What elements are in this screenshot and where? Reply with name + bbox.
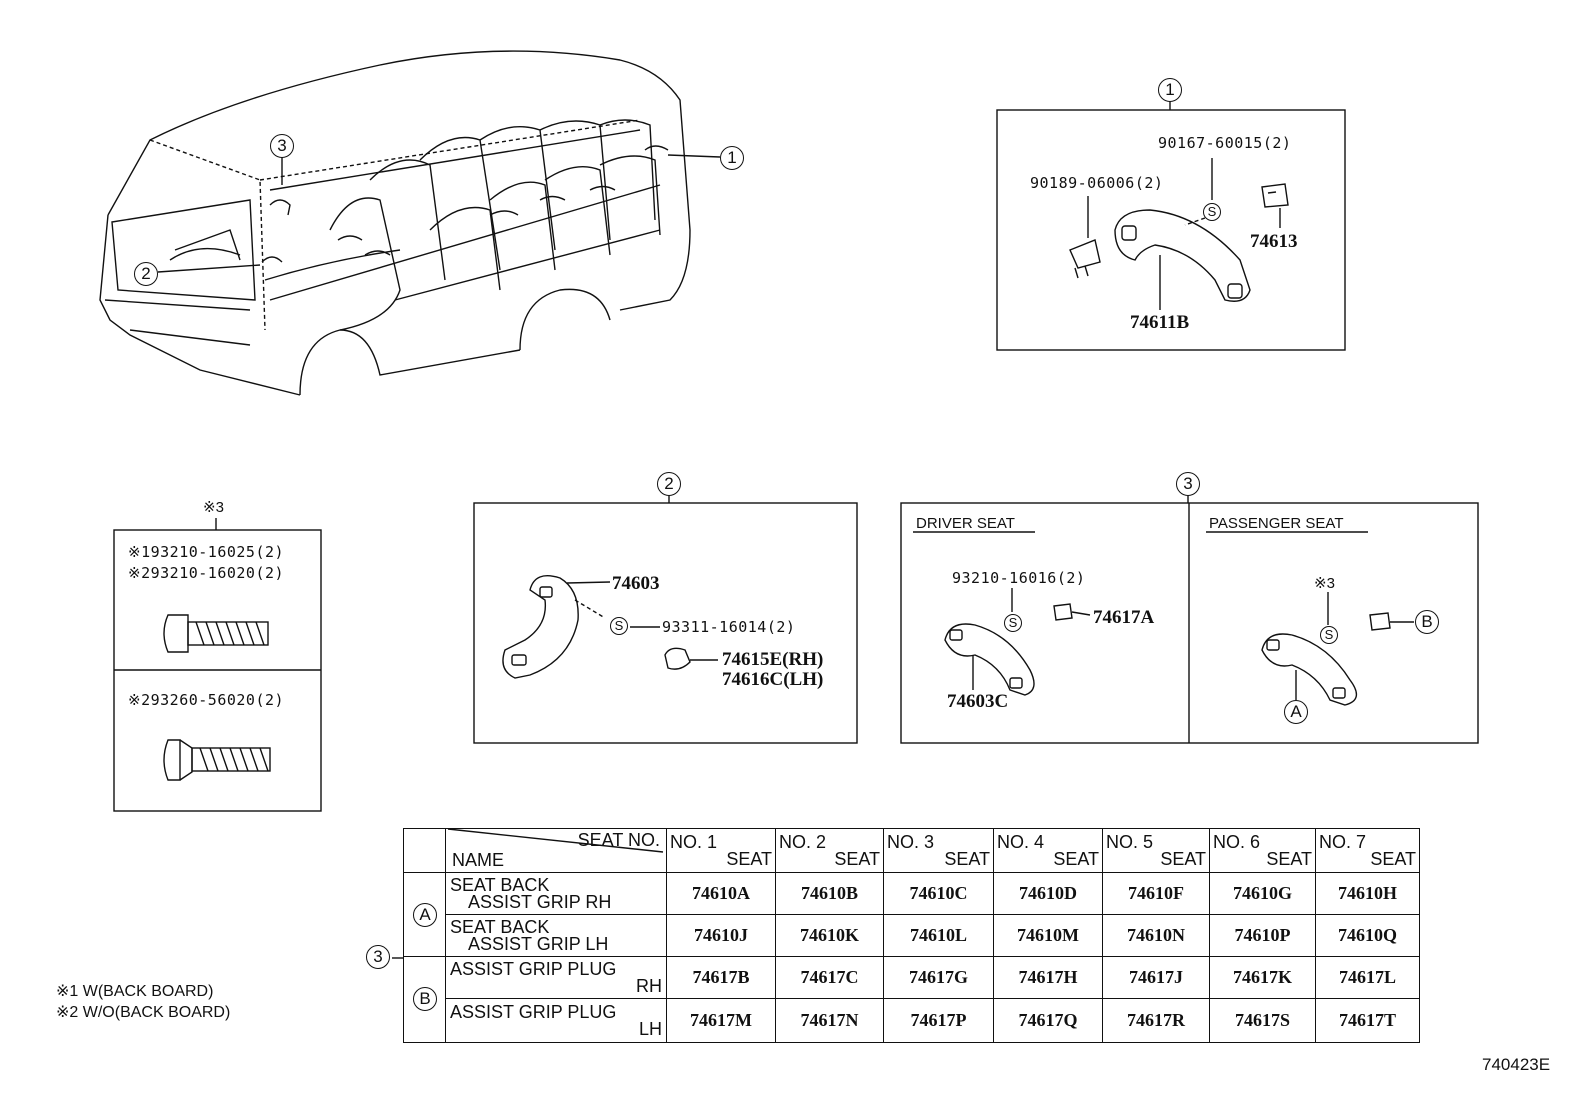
part-cell: 74610A	[666, 872, 776, 915]
callout-2-panel: 2	[657, 472, 681, 496]
part-cell: 74617S	[1209, 998, 1316, 1043]
passenger-grip-drawing	[1261, 612, 1391, 706]
part-cell: 74610G	[1209, 872, 1316, 915]
screw-s-marker: S	[1320, 626, 1338, 644]
part-cell: 74610J	[666, 914, 776, 957]
part-cell: 74617P	[883, 998, 994, 1043]
part-number-74611B: 74611B	[1130, 312, 1190, 333]
callout-3-table: 3	[366, 945, 390, 969]
driver-seat-title: DRIVER SEAT	[916, 515, 1015, 532]
part-cell: 74617T	[1315, 998, 1420, 1043]
part-cell: 74610M	[993, 914, 1103, 957]
part-cell: 74610C	[883, 872, 994, 915]
group-a-marker: A	[413, 903, 437, 927]
figure-id: 740423E	[1482, 1055, 1551, 1074]
screw-s-marker: S	[1004, 614, 1022, 632]
group-a-cell: A	[403, 872, 446, 957]
footnote-2: ※2 W/O(BACK BOARD)	[56, 1004, 231, 1021]
part-cell: 74617Q	[993, 998, 1103, 1043]
footnote-1: ※1 W(BACK BOARD)	[56, 983, 214, 1000]
part-number-74613: 74613	[1250, 231, 1298, 252]
part-cell: 74610D	[993, 872, 1103, 915]
bolt-drawing-1	[163, 614, 269, 653]
part-cell: 74617L	[1315, 956, 1420, 999]
part-cell: 74617N	[775, 998, 884, 1043]
part-cell: 74617C	[775, 956, 884, 999]
part-number-74603: 74603	[612, 573, 660, 594]
screw-line-3: ※293260-56020(2)	[128, 691, 285, 709]
passenger-screw-ref: ※3	[1314, 575, 1335, 592]
part-cell: 74610F	[1102, 872, 1210, 915]
callout-2-overview: 2	[134, 262, 158, 286]
part-cell: 74617H	[993, 956, 1103, 999]
header-corner-cell: SEAT NO. NAME	[445, 828, 667, 873]
part-cell: 74617G	[883, 956, 994, 999]
screw-box-title: ※3	[203, 499, 224, 516]
bolt-drawing-2	[163, 739, 271, 781]
callout-1-overview: 1	[720, 146, 744, 170]
callout-3-panel: 3	[1176, 472, 1200, 496]
part-number-90167: 90167-60015(2)	[1158, 134, 1292, 152]
part-cell: 74610L	[883, 914, 994, 957]
part-number-90189: 90189-06006(2)	[1030, 174, 1164, 192]
part-number-74603C: 74603C	[947, 691, 1009, 712]
van-overview-illustration	[99, 50, 721, 396]
ref-b-marker: B	[1415, 610, 1439, 634]
screw-s-marker: S	[1203, 203, 1221, 221]
screw-line-2: ※293210-16020(2)	[128, 564, 285, 582]
panel-2-box	[473, 502, 858, 744]
panel-2-grip-drawing	[502, 575, 691, 679]
part-cell: 74617B	[666, 956, 776, 999]
part-number-74615E: 74615E(RH)	[722, 649, 824, 670]
part-cell: 74610Q	[1315, 914, 1420, 957]
ref-a-marker: A	[1284, 700, 1308, 724]
part-number-93311: 93311-16014(2)	[662, 618, 796, 636]
screw-line-1: ※193210-16025(2)	[128, 543, 285, 561]
group-b-cell: B	[403, 956, 446, 1043]
part-cell: 74610N	[1102, 914, 1210, 957]
header-name: NAME	[452, 850, 505, 870]
callout-1-panel: 1	[1158, 78, 1182, 102]
part-cell: 74610B	[775, 872, 884, 915]
part-number-93210-16016: 93210-16016(2)	[952, 569, 1086, 587]
panel-1-grip-drawing	[1069, 183, 1289, 302]
part-cell: 74617K	[1209, 956, 1316, 999]
passenger-seat-title: PASSENGER SEAT	[1209, 515, 1344, 532]
header-seat-no: SEAT NO.	[577, 830, 660, 850]
part-cell: 74610H	[1315, 872, 1420, 915]
part-cell: 74617M	[666, 998, 776, 1043]
panel-1-box	[996, 109, 1346, 351]
part-cell: 74610P	[1209, 914, 1316, 957]
screw-s-marker: S	[610, 617, 628, 635]
callout-3-overview: 3	[270, 134, 294, 158]
group-b-marker: B	[413, 987, 437, 1011]
part-cell: 74617R	[1102, 998, 1210, 1043]
part-number-74617A: 74617A	[1093, 607, 1155, 628]
part-cell: 74617J	[1102, 956, 1210, 999]
part-cell: 74610K	[775, 914, 884, 957]
part-number-74616C: 74616C(LH)	[722, 669, 824, 690]
